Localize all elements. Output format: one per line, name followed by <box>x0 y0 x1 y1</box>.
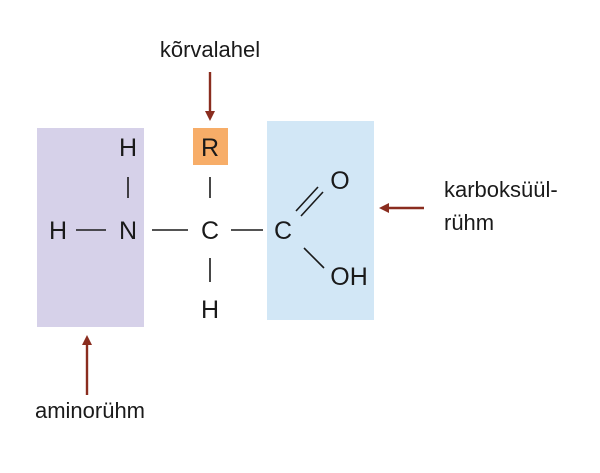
amino-label: aminorühm <box>35 398 145 423</box>
carboxyl-label-line1: karboksüül- <box>444 177 558 202</box>
atom-r: R <box>201 134 219 162</box>
atom-o: O <box>330 167 349 195</box>
side-chain-label: kõrvalahel <box>160 37 260 62</box>
atom-h-bottom: H <box>201 296 219 324</box>
bond-c-oh <box>303 247 325 269</box>
carboxyl-group-box <box>267 121 374 320</box>
amino-group-box <box>37 128 144 327</box>
atom-h-left: H <box>49 217 67 245</box>
carboxyl-label-line2: rühm <box>444 210 494 235</box>
r-group-box <box>193 128 228 165</box>
atom-h-top: H <box>119 134 137 162</box>
atom-oh: OH <box>330 263 368 291</box>
atom-c-alpha: C <box>201 217 219 245</box>
atom-c-carboxyl: C <box>274 217 292 245</box>
bond-c-o-double-1 <box>295 186 319 212</box>
bond-c-o-double-2 <box>300 191 324 217</box>
atom-n: N <box>119 217 137 245</box>
